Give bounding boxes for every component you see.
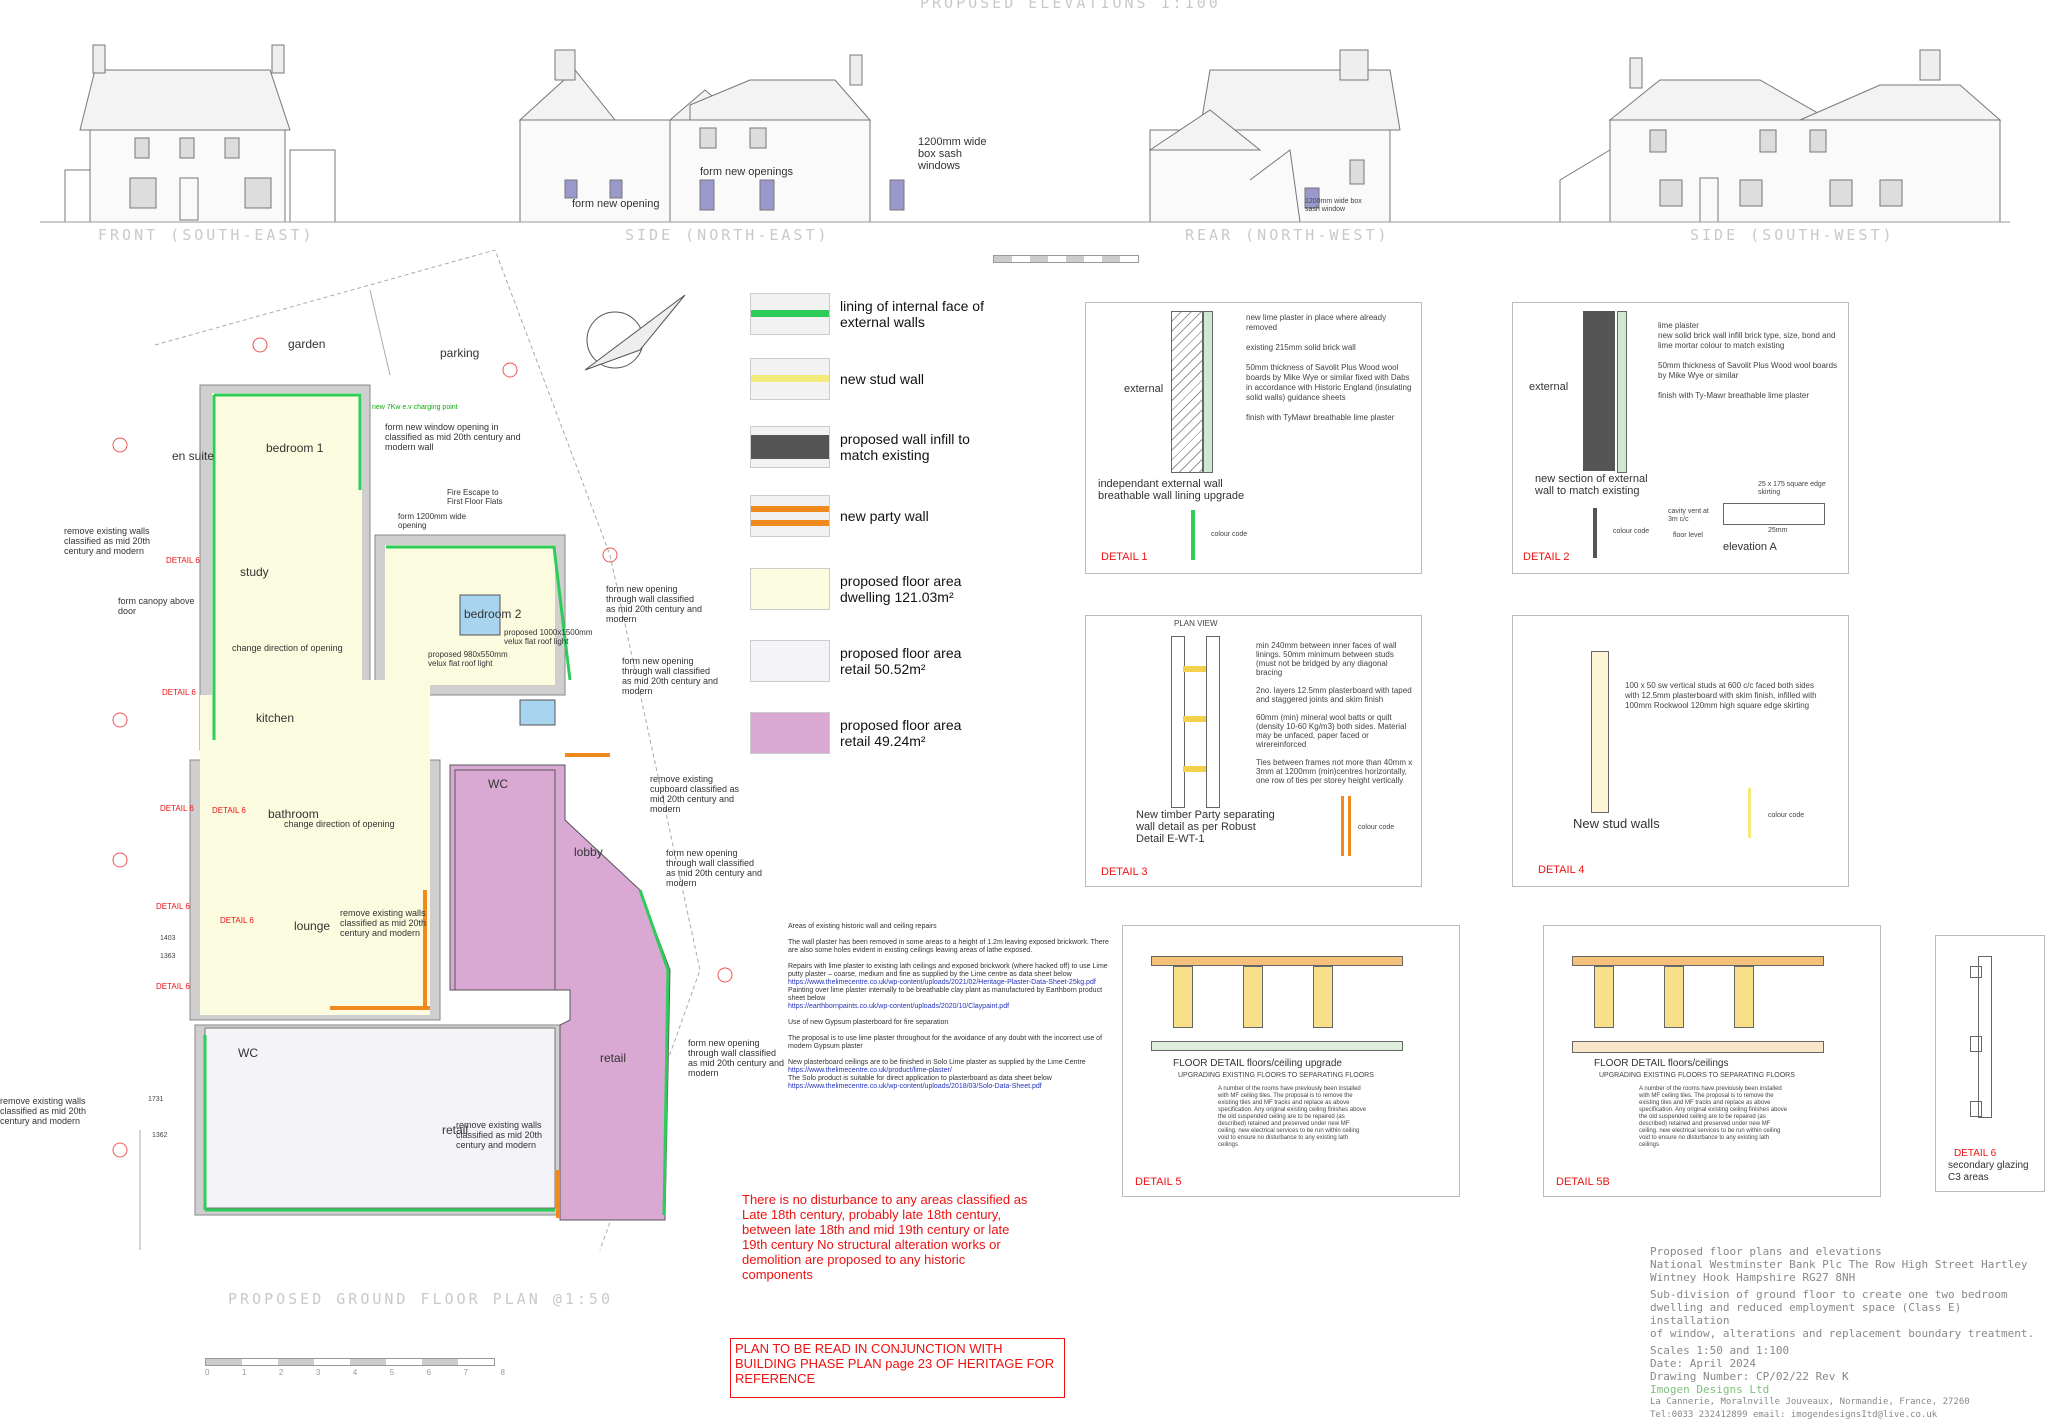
plan-scale-bar: 0 1 2 3 4 5 6 7 8 [205,1358,505,1377]
room-garden: garden [288,337,326,351]
detail6-tag-1: DETAIL 6 [166,556,200,565]
room-study: study [240,565,269,579]
note-remove3: remove existing walls classified as mid … [0,1096,87,1126]
room-wc-lower: WC [238,1046,258,1060]
legend-retail2: proposed floor area retail 49.24m² [750,712,990,754]
scale-3: 3 [315,1368,321,1377]
detail-5-panel: FLOOR DETAIL floors/ceiling upgrade UPGR… [1122,925,1460,1197]
note-remove2: remove existing walls classified as mid … [340,908,427,938]
scale-1: 1 [241,1368,247,1377]
note-remove1: remove existing walls classified as mid … [64,526,151,556]
top-scale-bar [993,255,1139,263]
detail-3-panel: PLAN VIEW min 240mm between inner faces … [1085,615,1422,887]
dim-2: 1363 [160,953,176,960]
side-ne-elevation [518,49,905,223]
title-block: Proposed floor plans and elevations Nati… [1650,1245,2035,1420]
scale-4: 4 [352,1368,358,1377]
room-wc-upper: WC [488,777,508,791]
plan-title: PROPOSED GROUND FLOOR PLAN @1:50 [228,1290,613,1308]
room-en-suite: en suite [172,449,215,463]
read-with-note: PLAN TO BE READ IN CONJUNCTION WITH BUIL… [730,1338,1065,1398]
detail6-tag-5: DETAIL 6 [220,916,254,925]
front-elevation [64,44,336,223]
heritage-statement: There is no disturbance to any areas cla… [742,1192,1028,1282]
room-parking: parking [440,346,480,360]
note-wide-opening: form 1200mm wide opening [398,512,467,530]
legend-stud: new stud wall [750,358,924,400]
note-open3: form new opening through wall classified… [666,848,763,888]
scale-2: 2 [278,1368,284,1377]
scale-6: 6 [426,1368,432,1377]
dim-3: 1731 [148,1096,164,1103]
room-lounge: lounge [294,919,331,933]
room-bedroom2: bedroom 2 [464,607,522,621]
detail6-tag-3: DETAIL 6 [160,804,194,813]
note-open4: form new opening through wall classified… [688,1038,785,1078]
side-sw-elevation [1559,49,2002,223]
room-bathroom: bathroom [268,807,319,821]
legend-dwelling: proposed floor area dwelling 121.03m² [750,568,990,610]
note-change2: change direction of opening [284,819,395,829]
note-velux2: proposed 980x550mm velux flat roof light [428,650,508,668]
note-cupboard: remove existing cupboard classified as m… [650,774,740,814]
note-change1: change direction of opening [232,643,343,653]
scale-8: 8 [500,1368,505,1377]
dim-1: 1403 [160,935,176,942]
note-open2: form new opening through wall classified… [622,656,719,696]
scale-5: 5 [389,1368,395,1377]
side-ne-label: SIDE (NORTH-EAST) [625,226,830,244]
note-rear-window: 1200mm wide box sash window [1305,198,1362,213]
detail-5b-panel: FLOOR DETAIL floors/ceilings UPGRADING E… [1543,925,1881,1197]
legend-retail1: proposed floor area retail 50.52m² [750,640,990,682]
legend-party: new party wall [750,495,929,537]
note-canopy: form canopy above door [118,596,195,616]
room-retail-left: retail [442,1123,469,1137]
elevations-drawing [40,44,2010,223]
side-sw-label: SIDE (SOUTH-WEST) [1690,226,1895,244]
note-open1: form new opening through wall classified… [606,584,703,624]
note-box-sash: 1200mm wide box sash windows [918,136,987,172]
detail-6-panel: DETAIL 6 secondary glazing C3 areas [1935,935,2045,1192]
note-new-opening: form new opening [572,198,660,210]
note-remove4: remove existing walls classified as mid … [456,1120,543,1150]
room-bedroom1: bedroom 1 [266,441,324,455]
detail6-tag-2: DETAIL 6 [162,688,196,697]
legend-infill: proposed wall infill to match existing [750,426,1000,468]
rear-elevation [1148,49,1401,223]
scale-7: 7 [463,1368,469,1377]
detail6-tag-4: DETAIL 6 [212,806,246,815]
front-label: FRONT (SOUTH-EAST) [98,226,315,244]
detail6-tag-7: DETAIL 6 [156,982,190,991]
note-ev: new 7Kw e.v charging point [372,404,458,411]
note-fire: Fire Escape to First Floor Flats [447,488,503,506]
scale-0: 0 [205,1368,210,1377]
rear-label: REAR (NORTH-WEST) [1185,226,1390,244]
room-retail-right: retail [600,1051,627,1065]
detail-1-panel: external new lime plaster in place where… [1085,302,1422,574]
legend-lining: lining of internal face of external wall… [750,293,990,335]
note-new-openings: form new openings [700,166,793,178]
dim-4: 1362 [152,1132,168,1139]
note-velux1: proposed 1000x1500mm velux flat roof lig… [504,628,593,646]
elevations-title: PROPOSED ELEVATIONS 1:100 [920,0,1221,12]
room-kitchen: kitchen [256,711,295,725]
detail-4-panel: 100 x 50 sw vertical studs at 600 c/c fa… [1512,615,1849,887]
room-lobby: lobby [574,845,603,859]
detail6-tag-6: DETAIL 6 [156,902,190,911]
repairs-text: Areas of existing historic wall and ceil… [788,923,1109,1090]
floor-plan [112,250,733,1250]
detail-2-panel: external lime plaster new solid brick wa… [1512,302,1849,574]
note-window1: form new window opening in classified as… [385,422,521,452]
